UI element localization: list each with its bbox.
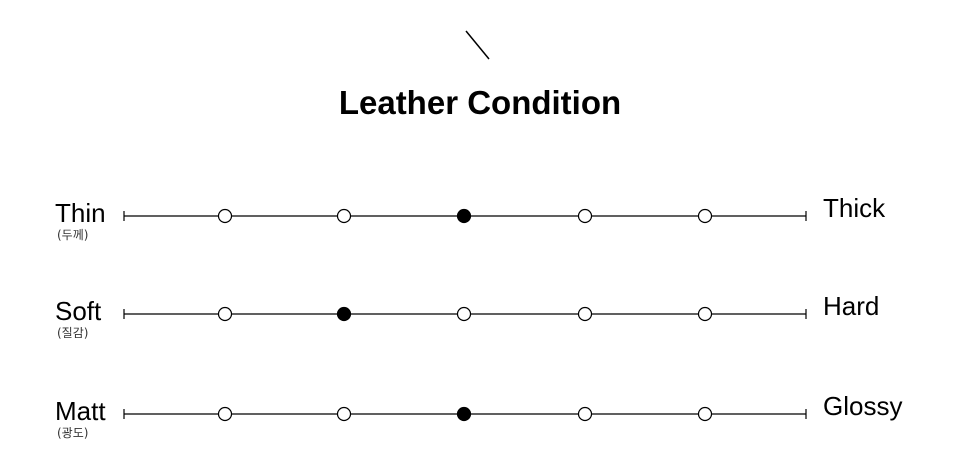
scale-point <box>577 208 593 224</box>
scale-point-selected <box>456 406 472 422</box>
scale-point <box>697 406 713 422</box>
scale-point <box>456 306 472 322</box>
scale-row-thickness: Thin (두께) Thick <box>0 193 960 258</box>
scale-point <box>217 306 233 322</box>
scale-point-selected <box>456 208 472 224</box>
scale-right-label: Thick <box>823 193 886 223</box>
scale-point-selected <box>336 306 352 322</box>
scale-point <box>697 208 713 224</box>
scale-row-texture: Soft (질감) Hard <box>0 291 960 356</box>
scale-point <box>577 306 593 322</box>
scale-point <box>336 208 352 224</box>
page-title: Leather Condition <box>338 84 622 121</box>
scale-track <box>123 406 807 422</box>
scale-left-label: Soft <box>55 296 102 326</box>
scale-row-gloss: Matt (광도) Glossy <box>0 391 960 456</box>
scale-track <box>123 306 807 322</box>
scale-left-sublabel: (두께) <box>57 228 89 242</box>
scale-point <box>217 406 233 422</box>
scale-point <box>336 406 352 422</box>
scale-point <box>217 208 233 224</box>
scale-left-label: Thin <box>55 198 106 228</box>
scale-point <box>697 306 713 322</box>
slash-decoration <box>465 30 490 60</box>
scale-left-sublabel: (광도) <box>57 426 89 440</box>
scale-right-label: Hard <box>823 291 880 321</box>
scale-left-label: Matt <box>55 396 106 426</box>
scale-right-label: Glossy <box>823 391 903 421</box>
scale-point <box>577 406 593 422</box>
scale-track <box>123 208 807 224</box>
scale-left-sublabel: (질감) <box>57 326 89 340</box>
